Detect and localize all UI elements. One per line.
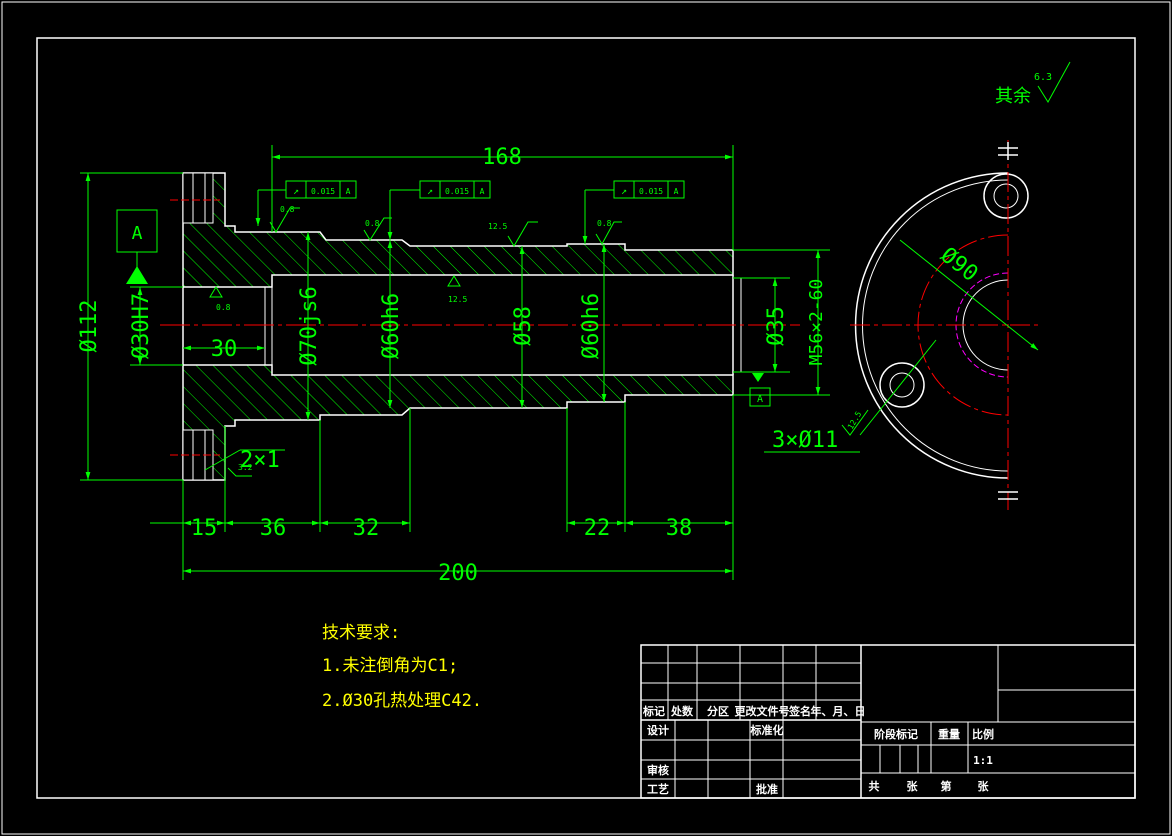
- tb-weight: 重量: [938, 727, 960, 741]
- dim-holes: 3×Ø11: [772, 428, 838, 453]
- dimension-lines: [80, 145, 830, 580]
- tb-design: 设计: [647, 723, 669, 737]
- dim-112: Ø112: [77, 300, 102, 353]
- bolt-hole-1: [879, 362, 925, 408]
- datum-a-label: A: [132, 223, 143, 244]
- tolerance-frame-1: ↗ 0.015 A: [285, 180, 357, 199]
- runout-icon: ↗: [621, 186, 627, 197]
- dim-36: 36: [260, 516, 287, 541]
- title-block: [640, 644, 1136, 799]
- roughness-r5: 0.8: [216, 303, 231, 312]
- dim-32: 32: [353, 516, 380, 541]
- dim-60h6-a: Ø60h6: [379, 293, 404, 359]
- bolt-hole-2: [983, 173, 1029, 219]
- roughness-r8: 3.2: [238, 463, 253, 472]
- dim-168: 168: [482, 145, 522, 170]
- svg-text:A: A: [674, 187, 679, 196]
- inner-frame: [36, 37, 1136, 799]
- tb-total: 共: [869, 779, 880, 793]
- dim-m56: M56×2-60: [806, 279, 827, 366]
- tb-mark: 标记: [642, 704, 665, 718]
- dim-58: Ø58: [511, 306, 536, 346]
- tolerance-frame-3: ↗ 0.015 A: [613, 180, 685, 199]
- datum-a-box-small: [749, 387, 771, 407]
- dim-35: Ø35: [764, 306, 789, 346]
- notes-line-2: 2.Ø30孔热处理C42.: [322, 691, 482, 711]
- notes-line-1: 1.未注倒角为C1;: [322, 656, 458, 676]
- dim-chamfer: 2×1: [240, 448, 280, 473]
- tb-no: 第: [941, 779, 952, 793]
- datum-a-small-label: A: [757, 394, 763, 405]
- svg-text:0.015: 0.015: [639, 187, 663, 196]
- roughness-other-symbol: [1037, 61, 1071, 103]
- svg-text:A: A: [346, 187, 351, 196]
- tb-zone: 分区: [707, 704, 729, 718]
- svg-text:0.015: 0.015: [311, 187, 335, 196]
- runout-icon: ↗: [427, 186, 433, 197]
- tb-sheets: 张: [907, 779, 919, 793]
- svg-text:0.015: 0.015: [445, 187, 469, 196]
- dim-90: Ø90: [936, 243, 983, 287]
- roughness-r3: 12.5: [488, 222, 507, 231]
- roughness-other-label: 其余: [995, 86, 1031, 107]
- roughness-r1: 0.8: [280, 205, 295, 214]
- roughness-other-value: 6.3: [1034, 72, 1052, 83]
- title-block-text: 标记 处数 分区 更改文件号 签名 年、月、日 设计 标准化 审核 工艺 批准 …: [642, 704, 994, 796]
- roughness-r4: 0.8: [597, 219, 612, 228]
- shaft-section: [160, 172, 800, 481]
- datum-triangle: [126, 266, 148, 284]
- tb-check: 审核: [647, 763, 669, 777]
- dim-15: 15: [191, 516, 218, 541]
- dim-30: 30: [211, 337, 238, 362]
- runout-icon: ↗: [293, 186, 299, 197]
- dim-70js6: Ø70js6: [297, 286, 322, 365]
- tolerance-frames: ↗ 0.015 A ↗ 0.015 A ↗ 0.015 A: [285, 180, 685, 199]
- tolerance-frame-2: ↗ 0.015 A: [419, 180, 491, 199]
- tb-sign: 签名: [788, 704, 811, 718]
- tb-doc: 更改文件号: [735, 704, 790, 718]
- tb-stage: 阶段标记: [874, 727, 918, 741]
- tb-process: 工艺: [647, 782, 669, 796]
- roughness-symbols: [209, 207, 622, 477]
- dim-22: 22: [584, 516, 611, 541]
- tb-approve: 批准: [756, 782, 778, 796]
- dimension-texts: 168 200 Ø112 Ø30H7 30 Ø70js6 Ø60h6 Ø58 Ø…: [77, 145, 827, 586]
- tb-date: 年、月、日: [811, 704, 866, 718]
- tb-count: 处数: [670, 704, 694, 718]
- technical-notes: 技术要求: 1.未注倒角为C1; 2.Ø30孔热处理C42.: [322, 623, 482, 711]
- svg-text:A: A: [480, 187, 485, 196]
- tb-standard: 标准化: [750, 723, 784, 737]
- roughness-r2: 0.8: [365, 219, 380, 228]
- shaft-upper-hatch: [182, 172, 734, 288]
- dim-200: 200: [438, 561, 478, 586]
- notes-title: 技术要求:: [322, 623, 400, 643]
- dim-30h7: Ø30H7: [129, 293, 154, 359]
- tb-scale: 1:1: [973, 754, 993, 767]
- end-view: [764, 140, 1040, 510]
- tb-scale-label: 比例: [972, 727, 994, 741]
- dim-60h6-b: Ø60h6: [579, 293, 604, 359]
- tb-sheet: 张: [978, 779, 990, 793]
- dim-38: 38: [666, 516, 693, 541]
- roughness-r6: 12.5: [448, 295, 467, 304]
